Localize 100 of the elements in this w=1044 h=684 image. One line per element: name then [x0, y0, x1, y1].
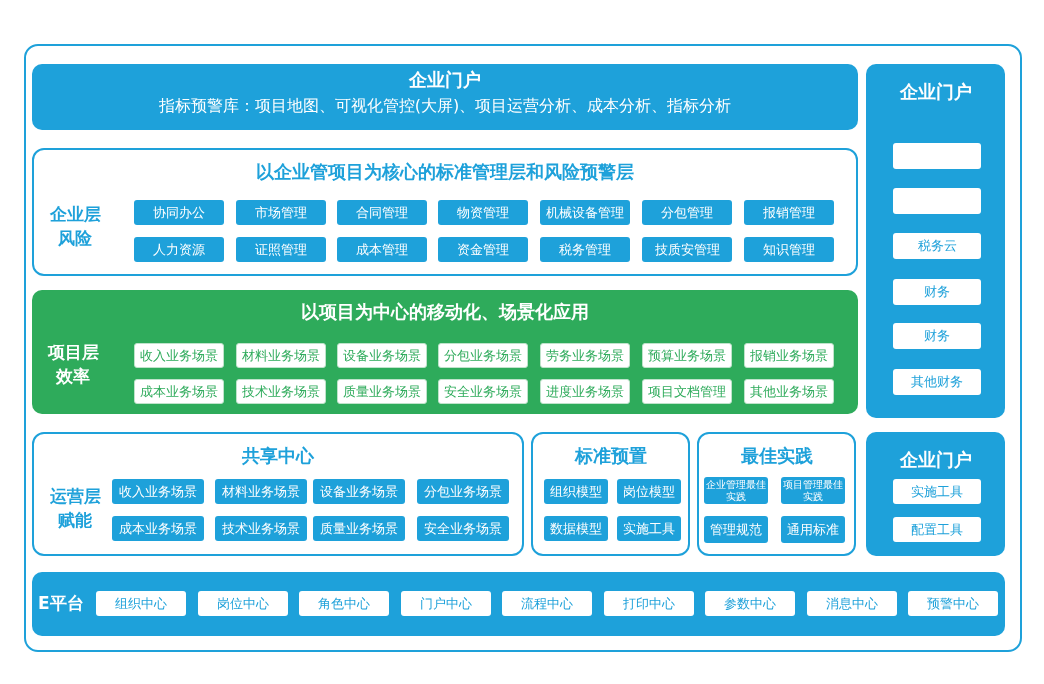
module-box — [299, 591, 389, 616]
layer-panel — [32, 148, 858, 276]
layer-panel — [32, 290, 858, 414]
module-label: 协同办公 — [152, 203, 206, 222]
module-label: 质量业务场景 — [319, 519, 399, 538]
module-label: 预算业务场景 — [647, 346, 727, 365]
module-box — [540, 237, 630, 262]
module-label: 资金管理 — [456, 240, 510, 259]
frame-box — [24, 44, 1022, 652]
module-label: 分包业务场景 — [443, 346, 523, 365]
module-box — [502, 591, 592, 616]
module-label: 配置工具 — [910, 520, 964, 539]
module-box — [417, 479, 509, 504]
module-box — [134, 237, 224, 262]
module-box — [134, 379, 224, 404]
module-box — [893, 323, 981, 349]
module-label: 财务 — [923, 327, 951, 345]
layer-panel — [866, 64, 1005, 418]
module-box — [313, 479, 405, 504]
module-label: 设备业务场景 — [319, 482, 399, 501]
module-label: 实施工具 — [910, 482, 964, 501]
module-box — [893, 188, 981, 214]
module-box — [337, 379, 427, 404]
module-label: 管理规范 — [709, 520, 763, 539]
module-box — [893, 369, 981, 395]
module-box — [215, 479, 307, 504]
module-box — [401, 591, 491, 616]
module-label: 成本业务场景 — [118, 519, 198, 538]
module-box — [705, 591, 795, 616]
module-box — [893, 517, 981, 542]
module-label: 人力资源 — [152, 240, 206, 259]
module-label: 项目管理最佳实践 — [782, 477, 844, 504]
module-box — [744, 200, 834, 225]
module-box — [908, 591, 998, 616]
module-label: 组织中心 — [114, 594, 168, 613]
module-label: 技质安管理 — [653, 240, 721, 259]
module-box — [134, 200, 224, 225]
module-box — [642, 379, 732, 404]
module-label: 知识管理 — [762, 240, 816, 259]
module-box — [438, 379, 528, 404]
module-box — [313, 516, 405, 541]
panel-heading: 标准预置 — [573, 444, 648, 468]
module-label: 岗位中心 — [216, 594, 270, 613]
module-label: 收入业务场景 — [139, 346, 219, 365]
module-label: 证照管理 — [254, 240, 308, 259]
module-box — [893, 279, 981, 305]
module-box — [215, 516, 307, 541]
module-box — [642, 200, 732, 225]
module-label: 组织模型 — [549, 482, 603, 501]
module-label: 通用标准 — [786, 520, 840, 539]
module-box — [604, 591, 694, 616]
module-box — [893, 479, 981, 504]
panel-heading: 企业门户 — [898, 448, 973, 472]
panel-heading: 最佳实践 — [739, 444, 814, 468]
layer-label: E平台 — [38, 592, 84, 615]
module-label: 流程中心 — [520, 594, 574, 613]
module-label: 消息中心 — [825, 594, 879, 613]
module-box — [893, 143, 981, 169]
module-label: 岗位模型 — [622, 482, 676, 501]
module-box — [417, 516, 509, 541]
module-box — [438, 343, 528, 368]
module-box — [236, 200, 326, 225]
layer-panel — [866, 432, 1005, 556]
module-label: 质量业务场景 — [342, 382, 422, 401]
module-box — [807, 591, 897, 616]
module-label: 门户中心 — [419, 594, 473, 613]
module-label: 参数中心 — [723, 594, 777, 613]
module-label: 安全业务场景 — [423, 519, 503, 538]
layer-panel — [531, 432, 690, 556]
module-box — [96, 591, 186, 616]
module-label: 市场管理 — [254, 203, 308, 222]
module-label: 材料业务场景 — [241, 346, 321, 365]
module-label: 其他财务 — [910, 373, 964, 391]
module-box — [236, 237, 326, 262]
module-label: 材料业务场景 — [221, 482, 301, 501]
module-label: 机械设备管理 — [545, 203, 625, 222]
module-label: 实施工具 — [622, 519, 676, 538]
module-box — [642, 343, 732, 368]
module-box — [198, 591, 288, 616]
panel-heading: 以项目为中心的移动化、场景化应用 — [300, 300, 590, 324]
module-box — [438, 200, 528, 225]
module-box — [744, 379, 834, 404]
module-label: 安全业务场景 — [443, 382, 523, 401]
panel-heading: 企业门户 — [408, 68, 482, 92]
module-box — [704, 516, 768, 543]
layer-label: 企业层风险 — [48, 203, 102, 250]
layer-panel — [32, 64, 858, 130]
module-box — [893, 233, 981, 259]
module-box — [134, 343, 224, 368]
module-label: 税务云 — [916, 237, 958, 255]
module-label: 成本管理 — [355, 240, 409, 259]
module-box — [617, 516, 681, 541]
panel-heading: 共享中心 — [241, 444, 315, 468]
module-box — [544, 479, 608, 504]
module-label: 报销业务场景 — [749, 346, 829, 365]
module-label: 角色中心 — [317, 594, 371, 613]
module-box — [236, 379, 326, 404]
module-label: 劳务业务场景 — [545, 346, 625, 365]
module-label: 报销管理 — [762, 203, 816, 222]
module-box — [337, 343, 427, 368]
